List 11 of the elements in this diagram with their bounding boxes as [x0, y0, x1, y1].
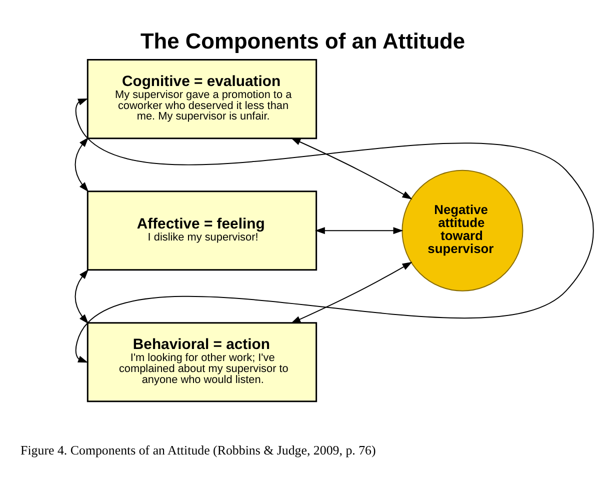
arrow [74, 268, 89, 324]
arrow [314, 226, 404, 234]
node-box: Behavioral = action I'm looking for other work; I've complained about my supervisor to anyone who would listen. [86, 322, 318, 402]
arrow [75, 98, 594, 362]
node-box: Affective = feeling I dislike my supervisor! [86, 190, 318, 270]
arrow [290, 261, 412, 323]
caption: Figure 4. Components of an Attitude (Robbins & Judge, 2009, p. 76) [20, 442, 376, 458]
arrow [74, 136, 89, 192]
arrow [290, 137, 412, 199]
node-box: Cognitive = evaluation My supervisor gave a promotion to a coworker who deserved it less than me. My supervisor is unfair. [86, 58, 318, 139]
diagram-title: The Components of an Attitude [140, 28, 466, 53]
